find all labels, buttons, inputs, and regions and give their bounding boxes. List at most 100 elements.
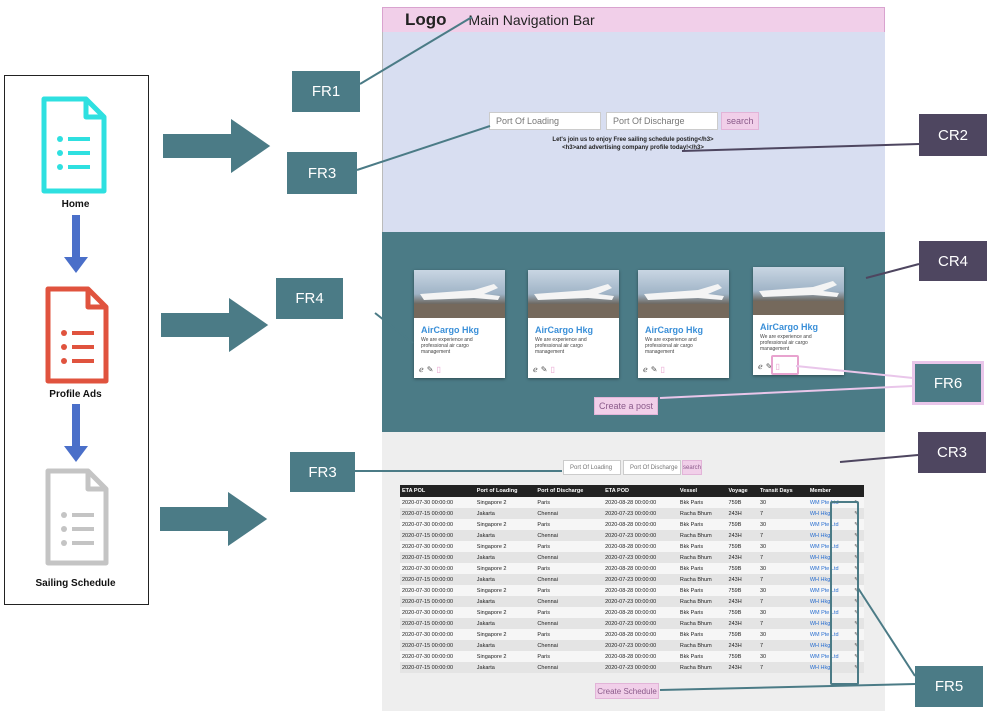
table-cell: 243H (726, 574, 758, 585)
table-cell: 243H (726, 640, 758, 651)
callout-fr1: FR1 (292, 71, 360, 112)
actions-column-header (852, 485, 864, 497)
table-cell: Chennai (535, 618, 604, 629)
table-cell: Chennai (535, 508, 604, 519)
port-of-loading-input[interactable]: Port Of Loading (489, 112, 601, 130)
table-cell: Racha Bhum (677, 618, 727, 629)
table-cell: Racha Bhum (677, 662, 727, 673)
table-cell: Racha Bhum (677, 530, 727, 541)
table-cell: Singapore 2 (474, 585, 536, 596)
table-cell: 2020-07-15 00:00:00 (400, 508, 475, 519)
table-cell: Chennai (535, 552, 604, 563)
table-cell: Paris (535, 519, 604, 530)
search-button[interactable]: search (721, 112, 759, 130)
table-cell: 7 (757, 618, 808, 629)
globe-icon[interactable]: ℯ (758, 362, 763, 371)
table-cell: 2020-07-15 00:00:00 (400, 662, 475, 673)
table-cell: Racha Bhum (677, 574, 727, 585)
profile-card[interactable]: AirCargo Hkg We are experience and profe… (638, 270, 729, 378)
table-cell: 2020-07-15 00:00:00 (400, 596, 475, 607)
edit-icon[interactable]: ✎ (650, 365, 658, 374)
flow-arrow-down-icon (64, 215, 88, 273)
column-header: Voyage (726, 485, 758, 497)
website-mockup: Logo Main Navigation Bar Port Of Loading… (382, 7, 885, 711)
column-header: Port of Discharge (535, 485, 604, 497)
table-cell: 2020-07-23 00:00:00 (603, 596, 678, 607)
table-cell: Singapore 2 (474, 651, 536, 662)
table-cell: Jakarta (474, 618, 536, 629)
port-of-discharge-input[interactable]: Port Of Discharge (606, 112, 718, 130)
table-cell: 2020-07-30 00:00:00 (400, 497, 475, 508)
callout-fr6: FR6 (912, 361, 984, 405)
nav-bar-title: Main Navigation Bar (468, 12, 595, 28)
create-post-button[interactable]: Create a post (594, 397, 658, 415)
column-header: Transit Days (757, 485, 808, 497)
schedule-search-button[interactable]: search (682, 460, 702, 475)
table-cell: 2020-08-28 00:00:00 (603, 519, 678, 530)
table-cell: 30 (757, 541, 808, 552)
callout-fr4: FR4 (276, 278, 343, 319)
delete-icon[interactable]: ▯ (775, 362, 780, 371)
table-cell: 243H (726, 552, 758, 563)
profile-card[interactable]: AirCargo Hkg We are experience and profe… (414, 270, 505, 378)
home-hero-section: Port Of Loading Port Of Discharge search… (382, 32, 885, 232)
home-page-icon (41, 96, 107, 194)
table-cell: Jakarta (474, 574, 536, 585)
edit-icon[interactable]: ✎ (540, 365, 548, 374)
delete-icon[interactable]: ▯ (550, 365, 555, 374)
table-cell: Jakarta (474, 530, 536, 541)
edit-icon[interactable]: ✎ (426, 365, 434, 374)
schedule-port-of-loading-input[interactable]: Port Of Loading (563, 460, 621, 475)
profile-card[interactable]: AirCargo Hkg We are experience and profe… (528, 270, 619, 378)
table-cell: 2020-07-15 00:00:00 (400, 552, 475, 563)
table-cell: 30 (757, 607, 808, 618)
table-cell: 2020-07-30 00:00:00 (400, 607, 475, 618)
create-schedule-button[interactable]: Create Schedule (595, 683, 659, 699)
table-cell: 759B (726, 563, 758, 574)
table-cell: 2020-07-23 00:00:00 (603, 508, 678, 519)
table-cell: 7 (757, 530, 808, 541)
table-cell: 30 (757, 651, 808, 662)
fr6-highlight-box (771, 355, 799, 375)
table-cell: 7 (757, 662, 808, 673)
globe-icon[interactable]: ℯ (419, 365, 424, 374)
table-cell: 2020-07-30 00:00:00 (400, 541, 475, 552)
table-cell: 30 (757, 629, 808, 640)
table-cell: Singapore 2 (474, 629, 536, 640)
table-cell: 759B (726, 497, 758, 508)
delete-icon[interactable]: ▯ (660, 365, 665, 374)
table-cell: 2020-07-30 00:00:00 (400, 563, 475, 574)
globe-icon[interactable]: ℯ (533, 365, 538, 374)
globe-icon[interactable]: ℯ (643, 365, 648, 374)
table-cell: Racha Bhum (677, 596, 727, 607)
table-cell: 759B (726, 607, 758, 618)
table-cell: 2020-07-15 00:00:00 (400, 640, 475, 651)
table-cell: Paris (535, 651, 604, 662)
table-cell: 243H (726, 618, 758, 629)
edit-icon[interactable]: ✎ (765, 362, 773, 371)
table-cell: Singapore 2 (474, 607, 536, 618)
table-cell: 7 (757, 574, 808, 585)
schedule-port-of-discharge-input[interactable]: Port Of Discharge (623, 460, 681, 475)
table-cell: Racha Bhum (677, 508, 727, 519)
table-cell: 30 (757, 497, 808, 508)
table-cell: 243H (726, 662, 758, 673)
hero-text-line: <h3>and advertising company profile toda… (562, 145, 704, 151)
delete-icon[interactable]: ▯ (436, 365, 441, 374)
table-cell: Singapore 2 (474, 563, 536, 574)
logo[interactable]: Logo (405, 10, 447, 29)
table-cell: Paris (535, 585, 604, 596)
column-header: Port of Loading (474, 485, 536, 497)
flow-label-sailing-schedule: Sailing Schedule (35, 578, 116, 589)
flow-label-profile-ads: Profile Ads (49, 389, 102, 400)
airplane-image (528, 270, 619, 318)
callout-cr4: CR4 (919, 241, 987, 281)
card-title: AirCargo Hkg (421, 325, 480, 335)
